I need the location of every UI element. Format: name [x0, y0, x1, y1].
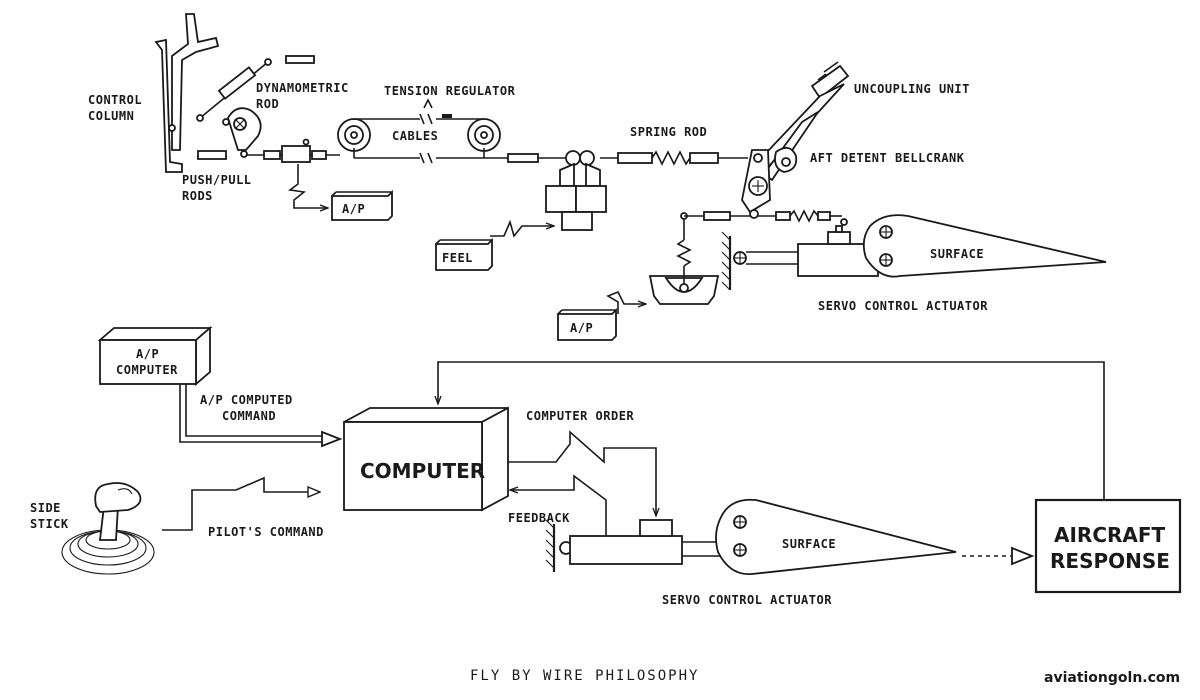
- ap-actuator: [648, 266, 720, 305]
- label-servo-top: SERVO CONTROL ACTUATOR: [818, 299, 988, 313]
- label-feel: FEEL: [442, 251, 473, 265]
- ap-box-top: [331, 189, 393, 221]
- computer-box: [343, 406, 509, 512]
- label-aircraft-response-2: RESPONSE: [1050, 549, 1170, 573]
- label-control-column-1: CONTROL: [88, 93, 142, 107]
- label-side-stick-1: SIDE: [30, 501, 61, 515]
- label-aircraft-response-1: AIRCRAFT: [1054, 523, 1166, 547]
- label-spring-rod: SPRING ROD: [630, 125, 707, 139]
- label-ap-computed-2: COMMAND: [222, 409, 276, 423]
- pilot-command-line: [162, 476, 320, 531]
- ap-box-bottom: [557, 307, 617, 341]
- ap-computer-box: [97, 326, 213, 386]
- side-stick: [61, 482, 155, 575]
- watermark: aviationgoln.com: [1044, 670, 1180, 686]
- feel-link: [490, 219, 554, 238]
- response-feedback-loop: [438, 361, 1105, 500]
- label-control-column-2: COLUMN: [88, 109, 134, 123]
- label-surface-top: SURFACE: [930, 247, 984, 261]
- label-computer: COMPUTER: [360, 459, 485, 483]
- label-dynamometric-2: ROD: [256, 97, 279, 111]
- label-ap-top: A/P: [342, 202, 365, 216]
- push-pull-rods: [197, 138, 340, 163]
- label-surface-bottom: SURFACE: [782, 537, 836, 551]
- feel-unit: [545, 150, 607, 231]
- aft-detent-bellcrank: [741, 146, 798, 219]
- label-ap-computer-2: COMPUTER: [116, 363, 178, 377]
- feedback-line: [510, 474, 607, 538]
- computer-order-line: [508, 430, 656, 516]
- servo-actuator-top: [721, 225, 879, 291]
- label-side-stick-2: STICK: [30, 517, 69, 531]
- column-bellcrank: [222, 107, 262, 158]
- label-ap-computer-1: A/P: [136, 347, 159, 361]
- tension-regulator: [337, 118, 501, 158]
- control-surface-bottom: [715, 498, 957, 575]
- lower-linkage: [676, 209, 848, 267]
- fly-by-wire-system: A/P COMPUTER A/P COMPUTED COMMAND COMPUT…: [30, 326, 1182, 607]
- label-cables: CABLES: [392, 129, 438, 143]
- label-feedback: FEEDBACK: [508, 511, 570, 525]
- feel-box: [435, 237, 493, 271]
- label-push-pull-2: RODS: [182, 189, 213, 203]
- control-column: [154, 13, 220, 173]
- mechanical-linkage: [154, 13, 1107, 341]
- control-surface-top: [862, 214, 1107, 278]
- label-ap-bottom: A/P: [570, 321, 593, 335]
- ap-link-bottom: [606, 290, 646, 314]
- label-ap-computed-1: A/P COMPUTED: [200, 393, 293, 407]
- ap-command-line: [179, 384, 324, 443]
- label-servo-bottom: SERVO CONTROL ACTUATOR: [662, 593, 832, 607]
- label-push-pull-1: PUSH/PULL: [182, 173, 252, 187]
- servo-actuator-bottom: [545, 519, 720, 572]
- spring-rod: [600, 150, 748, 166]
- diagram-caption: FLY BY WIRE PHILOSOPHY: [470, 668, 699, 684]
- ap-link-top: [287, 164, 328, 208]
- label-computer-order: COMPUTER ORDER: [526, 409, 634, 423]
- label-aft-detent-bellcrank: AFT DETENT BELLCRANK: [810, 151, 965, 165]
- label-uncoupling-unit: UNCOUPLING UNIT: [854, 82, 970, 96]
- cables: [354, 98, 510, 164]
- label-dynamometric-1: DYNAMOMETRIC: [256, 81, 349, 95]
- mechanical-labels: CONTROL COLUMN DYNAMOMETRIC ROD TENSION …: [88, 81, 988, 335]
- cable-rod: [507, 153, 539, 163]
- aircraft-response-box: [1034, 498, 1182, 594]
- label-pilots-command: PILOT'S COMMAND: [208, 525, 324, 539]
- label-tension-regulator: TENSION REGULATOR: [384, 84, 516, 98]
- dynamometric-rod: [196, 55, 315, 122]
